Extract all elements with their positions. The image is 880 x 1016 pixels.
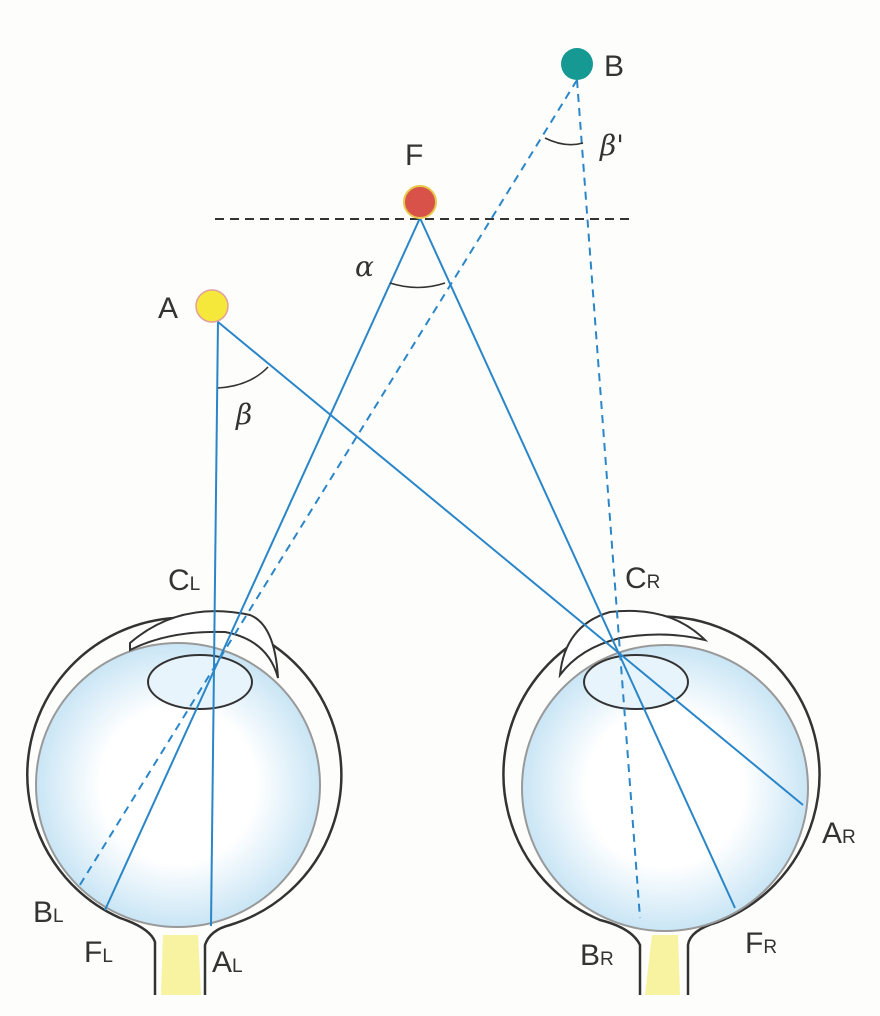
ray-F-right (419, 217, 736, 909)
ray-B-left (77, 79, 578, 889)
ray-B-right (576, 79, 641, 919)
right-lens (583, 654, 689, 710)
left-lens (147, 654, 253, 710)
beta-prime-arc (544, 137, 584, 146)
ray-A-left (210, 319, 219, 927)
right-eye (502, 609, 821, 995)
right-eye-vitreous (521, 644, 809, 932)
left-optic-nerve (161, 935, 201, 995)
label-FR: FR (745, 927, 777, 960)
label-F: F (405, 139, 423, 172)
label-BR: BR (580, 939, 614, 972)
point-B (561, 48, 593, 80)
left-eye (26, 610, 343, 995)
label-FL: FL (84, 936, 113, 969)
label-BL: BL (33, 896, 64, 929)
label-A: A (158, 292, 178, 325)
left-eye-vitreous (35, 642, 321, 928)
label-beta: β (235, 398, 252, 431)
label-AL: AL (212, 946, 243, 979)
ray-F-left (104, 217, 421, 911)
ray-A-right (217, 321, 804, 806)
right-optic-nerve (645, 935, 680, 995)
beta-arc (217, 366, 269, 389)
label-alpha: α (355, 250, 374, 283)
alpha-arc (389, 282, 446, 289)
left-cornea (129, 610, 279, 679)
label-beta-prime: β' (599, 129, 624, 162)
label-B: B (604, 50, 624, 83)
point-F (403, 185, 437, 219)
point-A (195, 289, 229, 323)
right-cornea (558, 609, 709, 679)
label-AR: AR (822, 817, 856, 850)
label-CR: CR (625, 562, 660, 595)
label-CL: CL (168, 564, 200, 597)
